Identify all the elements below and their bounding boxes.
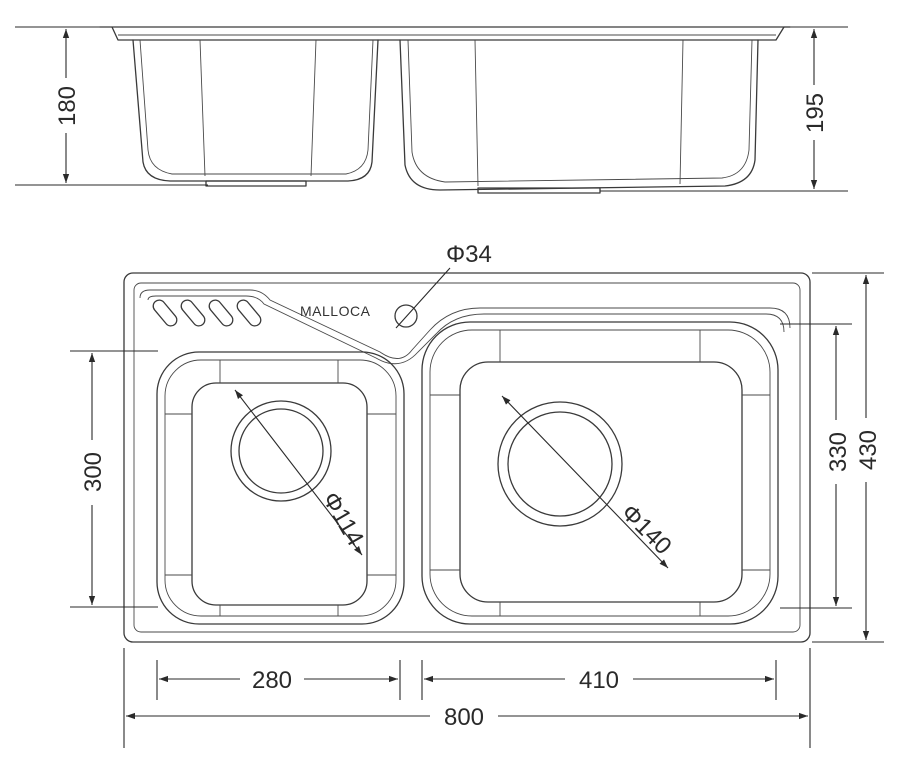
- brand-label: MALLOCA: [300, 303, 371, 319]
- left-drain: [230, 400, 332, 502]
- right-bowl-depth-label: 330: [825, 432, 852, 472]
- overall-width-label: 800: [444, 704, 484, 731]
- overflow-slots: [152, 299, 262, 327]
- top-view: MALLOCA Φ34 Φ114 Φ140: [70, 241, 884, 748]
- left-bowl: Φ114: [156, 351, 405, 625]
- right-bowl-width-label: 410: [579, 667, 619, 694]
- side-left-drain: [205, 180, 307, 187]
- left-drain-label: Φ114: [317, 488, 369, 551]
- side-right-depth-label: 195: [802, 93, 829, 133]
- tap-hole-label: Φ34: [446, 241, 492, 268]
- left-bowl-width-label: 280: [252, 667, 292, 694]
- sink-outline: [123, 272, 811, 643]
- overall-depth-label: 430: [855, 430, 882, 470]
- right-drain: [497, 401, 623, 527]
- left-bowl-depth-label: 300: [80, 452, 107, 492]
- side-view: 180 195: [15, 26, 848, 194]
- side-left-depth-label: 180: [54, 86, 81, 126]
- side-left-bowl: [132, 39, 379, 182]
- right-drain-label: Φ140: [616, 499, 677, 560]
- side-right-bowl: [399, 39, 759, 191]
- right-bowl: Φ140: [421, 321, 779, 625]
- tap-hole: [394, 304, 418, 328]
